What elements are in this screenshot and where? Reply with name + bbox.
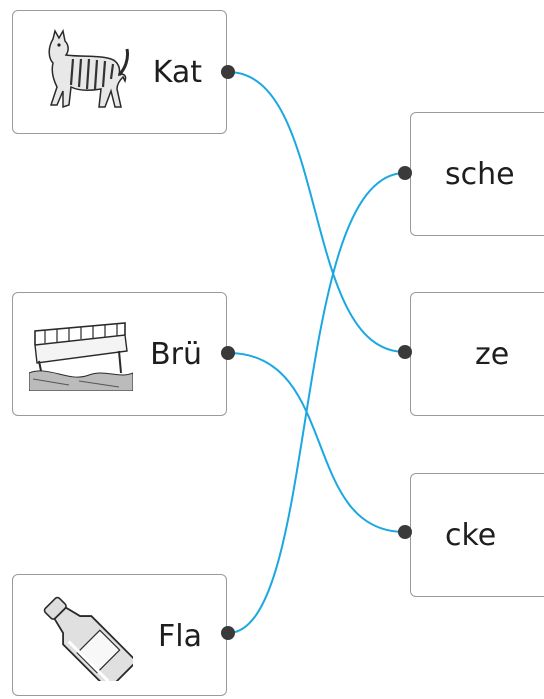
- dot-cke[interactable]: [398, 525, 412, 539]
- syllable-ze: ze: [475, 337, 510, 372]
- connection-bru-cke: [227, 352, 406, 533]
- card-kat[interactable]: Kat: [12, 10, 227, 134]
- cat-icon: [48, 29, 129, 109]
- syllable-bru: Brü: [150, 337, 202, 372]
- bridge-icon: [29, 322, 133, 391]
- card-fla[interactable]: Fla: [12, 574, 227, 696]
- card-sche[interactable]: sche: [410, 112, 544, 236]
- dot-kat[interactable]: [221, 65, 235, 79]
- syllable-sche: sche: [445, 157, 515, 192]
- dot-bru[interactable]: [221, 346, 235, 360]
- syllable-kat: Kat: [152, 55, 202, 90]
- connection-fla-sche: [227, 172, 406, 634]
- card-bru[interactable]: Brü: [12, 292, 227, 416]
- card-cke[interactable]: cke: [410, 473, 544, 597]
- syllable-cke: cke: [445, 518, 497, 553]
- bottle-icon: [43, 596, 133, 681]
- dot-fla[interactable]: [221, 626, 235, 640]
- connection-kat-ze: [227, 71, 406, 353]
- dot-sche[interactable]: [398, 166, 412, 180]
- syllable-fla: Fla: [158, 619, 202, 654]
- card-ze[interactable]: ze: [410, 292, 544, 416]
- dot-ze[interactable]: [398, 345, 412, 359]
